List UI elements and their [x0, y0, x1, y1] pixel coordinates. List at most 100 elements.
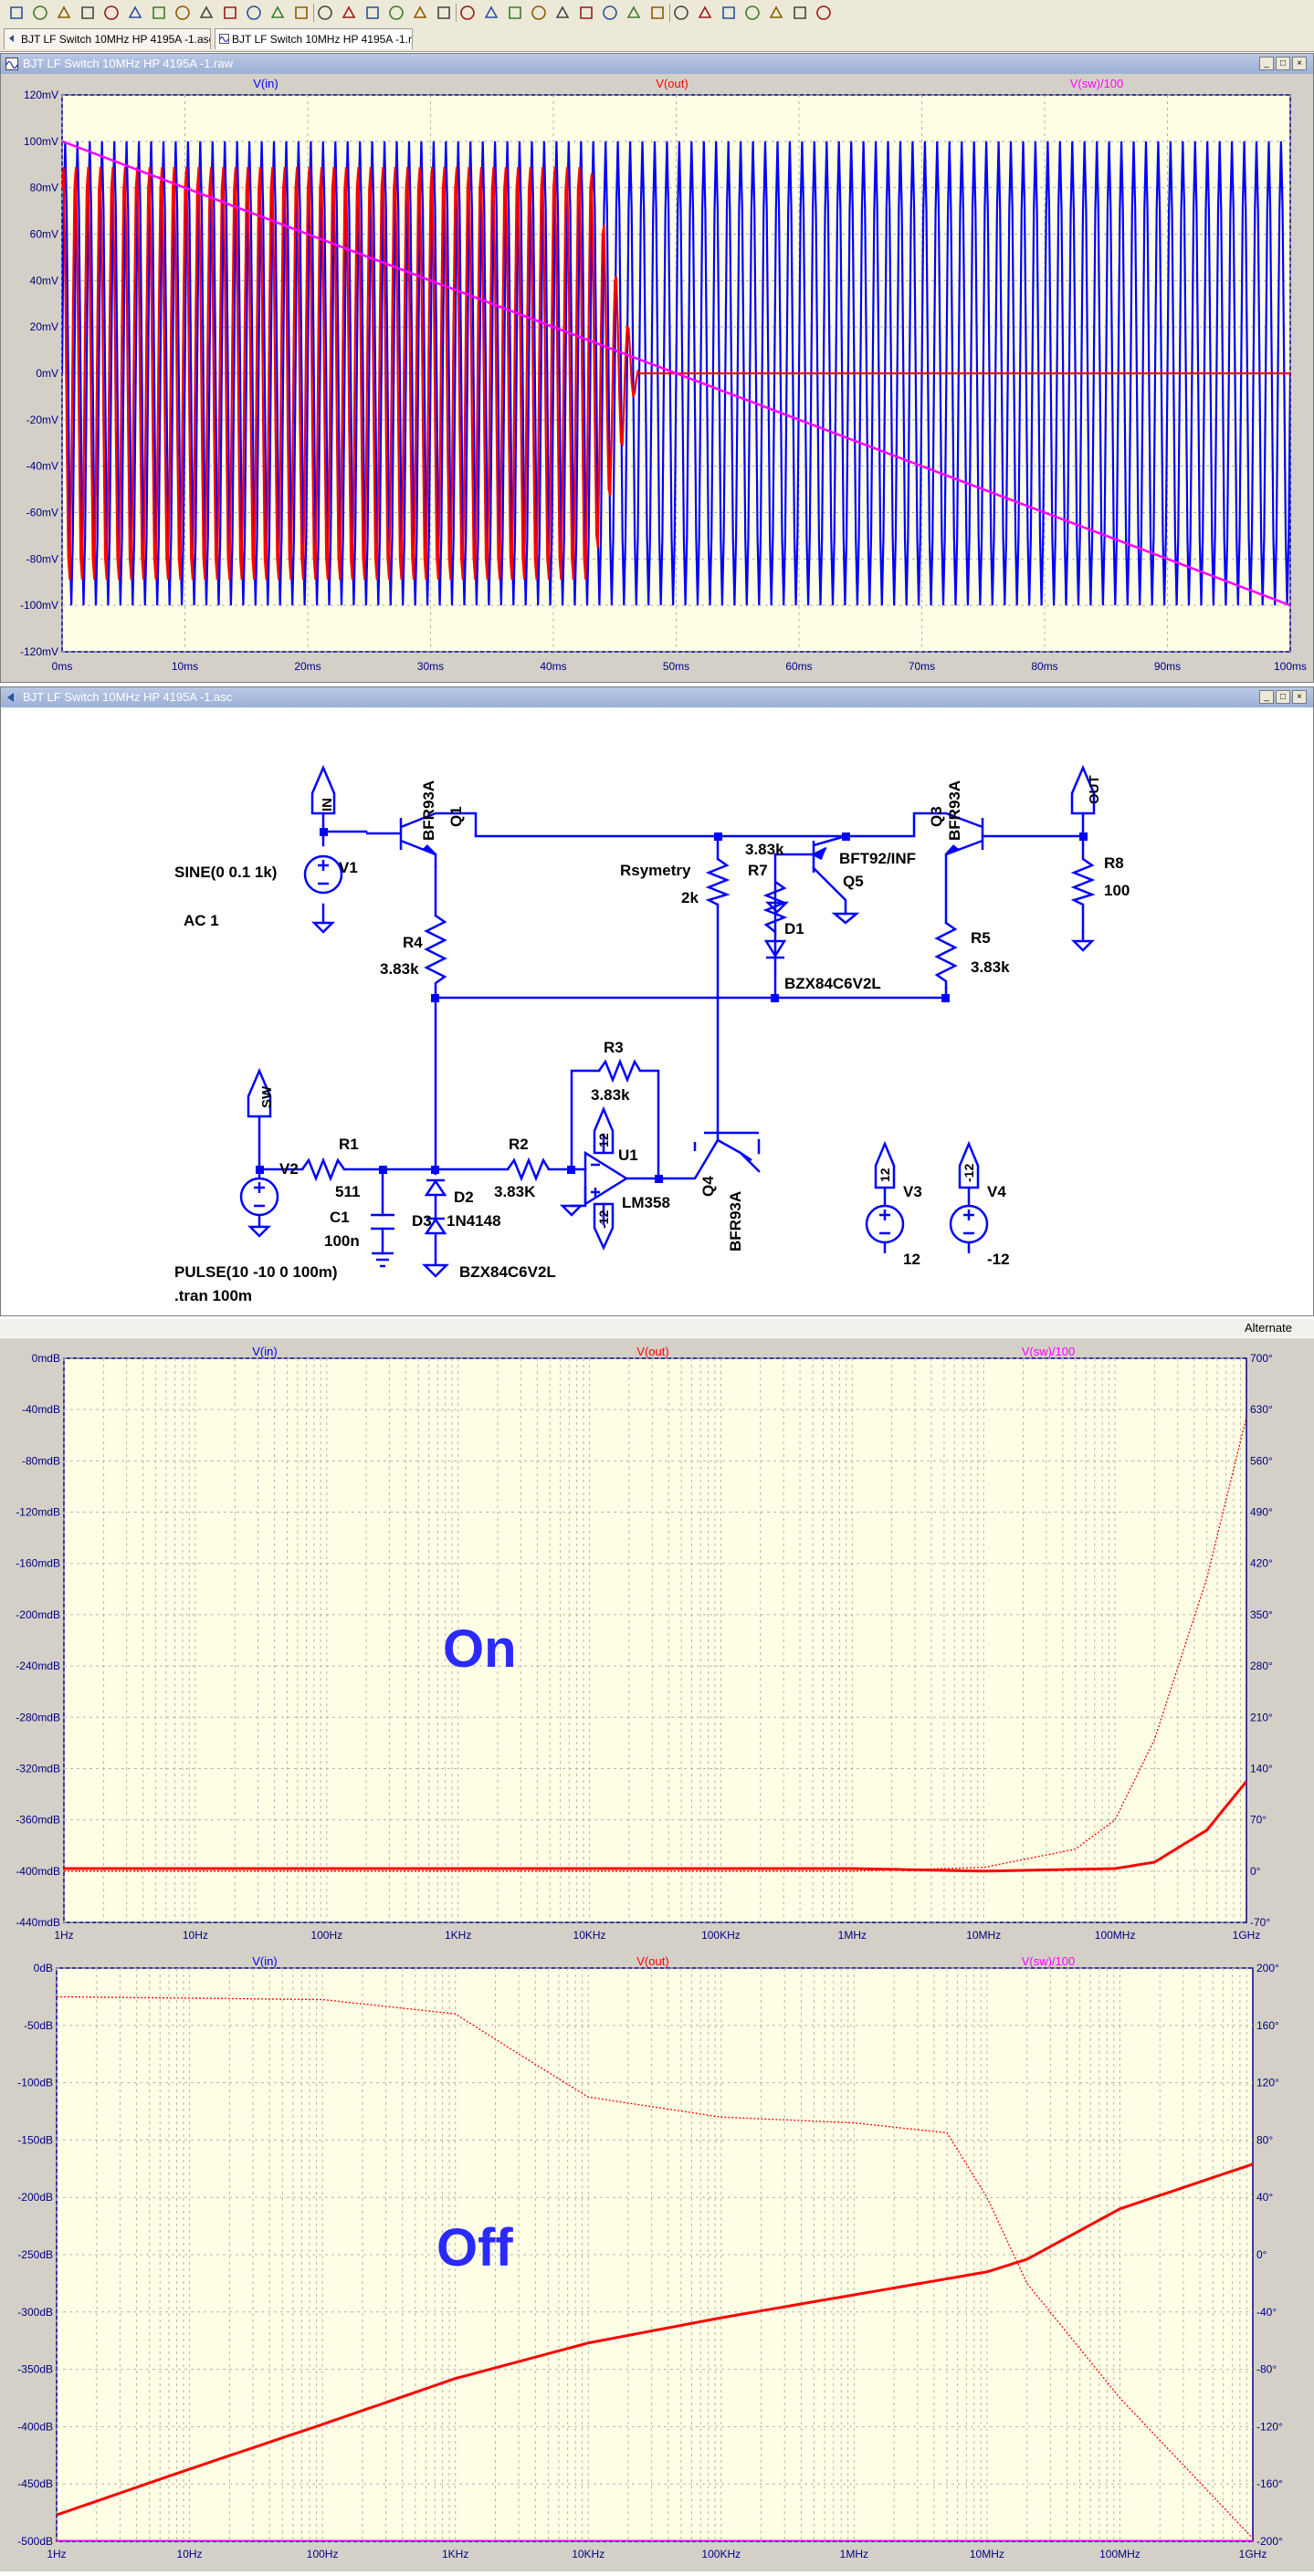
y2-tick-label: 200° [1256, 1962, 1279, 1974]
tab-waveform[interactable]: BJT LF Switch 10MHz HP 4195A -1.raw [215, 28, 413, 49]
x-tick-label: 1Hz [47, 2548, 66, 2560]
waveform-window-title: BJT LF Switch 10MHz HP 4195A -1.raw [23, 57, 234, 70]
run-icon[interactable] [79, 4, 97, 22]
y-tick-label: -60mV [26, 507, 58, 519]
y2-tick-label: 350° [1250, 1608, 1273, 1621]
resistor-r7[interactable] [762, 880, 788, 933]
resistor-rsymetry[interactable] [705, 857, 731, 906]
wire-icon[interactable] [458, 4, 477, 22]
resistor-r5[interactable] [934, 921, 958, 989]
move-icon[interactable] [648, 4, 667, 22]
paste-icon[interactable] [387, 4, 405, 22]
trace-label: V(sw)/100 [1022, 1954, 1076, 1968]
y-tick-label: 0mV [36, 367, 58, 380]
tab-schematic[interactable]: BJT LF Switch 10MHz HP 4195A -1.asc [4, 28, 211, 49]
resistor-r3[interactable] [597, 1058, 642, 1084]
resistor-r4[interactable] [424, 914, 447, 989]
minimize-button[interactable]: _ [1259, 57, 1274, 70]
spice-directive-icon[interactable] [815, 4, 833, 22]
voltage-source-v1[interactable] [303, 854, 343, 934]
drag-icon[interactable] [672, 4, 690, 22]
schematic-window-titlebar[interactable]: BJT LF Switch 10MHz HP 4195A -1.asc _ □ … [1, 687, 1313, 707]
x-tick-label: 1GHz [1239, 2548, 1267, 2560]
diode-d2[interactable] [424, 1178, 447, 1220]
rotate-icon[interactable] [743, 4, 762, 22]
copy-icon[interactable] [363, 4, 382, 22]
x-tick-label: 1GHz [1233, 1929, 1261, 1942]
diode-d3[interactable] [421, 1217, 450, 1278]
zoom-in-icon[interactable] [126, 4, 144, 22]
voltage-source-v4[interactable] [949, 1188, 989, 1253]
transistor-q5[interactable] [811, 834, 846, 873]
r2-value: 3.83K [494, 1183, 536, 1200]
cut-icon[interactable] [340, 4, 358, 22]
label-icon[interactable] [506, 4, 524, 22]
y2-tick-label: 80° [1256, 2133, 1273, 2146]
y-tick-label: -120mdB [16, 1506, 60, 1519]
save-icon[interactable] [31, 4, 49, 22]
autorange-icon[interactable] [221, 4, 239, 22]
find-icon[interactable] [411, 4, 429, 22]
print-icon[interactable] [435, 4, 453, 22]
y-tick-label: -200dB [17, 2191, 53, 2204]
transistor-q1[interactable] [366, 812, 478, 856]
annotation-label: Off [436, 2218, 513, 2278]
r8-value: 100 [1104, 882, 1130, 899]
opamp-u1[interactable] [583, 1150, 629, 1207]
schematic-canvas[interactable]: IN OUT SW BFR93A Q1 BFR93A Q3 BFR93A Q4 … [1, 707, 1313, 1315]
inductor-icon[interactable] [577, 4, 595, 22]
transistor-q4[interactable] [693, 1131, 759, 1162]
minimize-button[interactable]: _ [1259, 690, 1274, 704]
close-icon[interactable] [316, 4, 334, 22]
transistor-q3[interactable] [912, 812, 984, 856]
y2-tick-label: -200° [1256, 2535, 1283, 2548]
y-tick-label: -360mdB [16, 1814, 60, 1827]
component-icon[interactable] [625, 4, 643, 22]
net-flag-out [1070, 764, 1096, 815]
undo-icon[interactable] [696, 4, 714, 22]
halt-icon[interactable] [102, 4, 121, 22]
y2-tick-label: 700° [1250, 1352, 1273, 1365]
tile-horizontal-icon[interactable] [245, 4, 263, 22]
open-icon[interactable] [7, 4, 26, 22]
capacitor-c1[interactable] [371, 1213, 394, 1268]
x-tick-label: 100Hz [307, 2548, 339, 2560]
waveform-window-titlebar[interactable]: BJT LF Switch 10MHz HP 4195A -1.raw _ □ … [1, 54, 1313, 74]
u1-supply-neg: -12 [596, 1210, 611, 1229]
y-tick-label: -50dB [24, 2019, 53, 2032]
close-button[interactable]: × [1292, 57, 1307, 70]
q3-name: Q3 [928, 806, 945, 827]
trace-label: V(in) [253, 77, 278, 90]
x-tick-label: 100ms [1274, 660, 1307, 673]
diode-d1[interactable] [763, 932, 787, 969]
net-flag-sw [247, 1067, 272, 1118]
diode-icon[interactable] [601, 4, 619, 22]
voltage-source-v2[interactable] [239, 1177, 279, 1238]
zoom-out-icon[interactable] [150, 4, 168, 22]
text-icon[interactable] [791, 4, 809, 22]
zoom-back-icon[interactable] [173, 4, 192, 22]
maximize-button[interactable]: □ [1276, 690, 1290, 704]
y-tick-label: 0mdB [32, 1352, 60, 1365]
cascade-icon[interactable] [292, 4, 310, 22]
close-button[interactable]: × [1292, 690, 1307, 704]
voltage-source-v3[interactable] [865, 1188, 905, 1253]
x-tick-label: 10KHz [572, 2548, 604, 2560]
zoom-full-icon[interactable] [197, 4, 215, 22]
waveform-icon [5, 58, 18, 70]
mirror-icon[interactable] [767, 4, 785, 22]
tile-vertical-icon[interactable] [268, 4, 287, 22]
maximize-button[interactable]: □ [1276, 57, 1290, 70]
resistor-icon[interactable] [530, 4, 548, 22]
ground-icon[interactable] [482, 4, 500, 22]
resistor-r1[interactable] [300, 1157, 346, 1182]
capacitor-icon[interactable] [553, 4, 572, 22]
control-panel-icon[interactable] [55, 4, 73, 22]
redo-icon[interactable] [720, 4, 738, 22]
resistor-r2[interactable] [506, 1157, 551, 1182]
v4-name: V4 [987, 1183, 1006, 1200]
resistor-r8[interactable] [1070, 857, 1096, 906]
